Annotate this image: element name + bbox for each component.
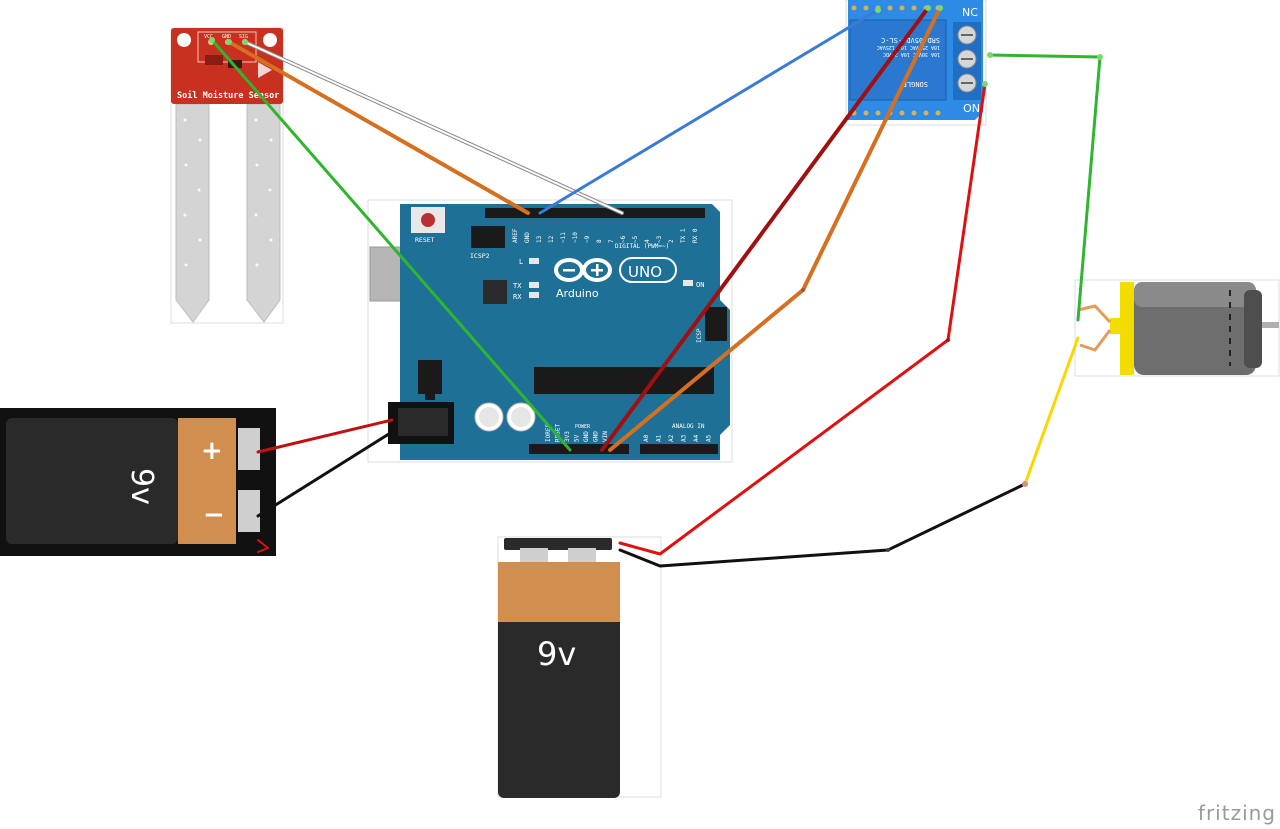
analog-pin-labels: A0 A1 A2 A3 A4 A5	[643, 434, 713, 442]
power-label: POWER	[575, 424, 591, 430]
fritzing-watermark: fritzing	[1197, 801, 1276, 825]
reset-label: RESET	[415, 236, 435, 244]
pin-label: IOREF	[545, 424, 552, 442]
pin-label: RX 0	[692, 228, 699, 243]
led-on-label: ON	[696, 281, 704, 289]
relay-module: SRD-05VDC-SL-C 10A 250VAC 10A 125VAC 10A…	[845, 0, 987, 126]
arduino-uno-board: RESET ICSP2 L TX RX ON UNO Arduino DIGIT…	[367, 199, 733, 463]
icsp-label: ICSP	[696, 328, 703, 343]
analog-label: ANALOG IN	[672, 423, 705, 430]
wire-black-battery-neg[interactable]	[618, 482, 1027, 568]
wire-red-relay-com[interactable]	[618, 82, 987, 556]
wire-yellow-motor[interactable]	[1023, 336, 1080, 486]
pin-label: GND	[524, 232, 531, 243]
pin-label: A5	[706, 434, 713, 442]
icsp2-label: ICSP2	[470, 252, 490, 260]
pin-label: 12	[548, 235, 555, 243]
pin-label: GND	[583, 431, 590, 442]
sensor-pin-sig: SIG	[239, 34, 248, 40]
pin-label: RESET	[555, 424, 562, 442]
led-l-label: L	[519, 258, 523, 266]
relay-nc-label: NC	[962, 6, 978, 19]
pin-label: 5V	[574, 434, 581, 442]
pin-label: ~6	[620, 235, 627, 243]
pin-label: ~11	[560, 232, 567, 243]
sensor-title: Soil Moisture Sensor	[177, 90, 279, 101]
wire-darkred-relay-vcc[interactable]	[600, 6, 930, 452]
pin-label: GND	[593, 431, 600, 442]
pin-label: A2	[668, 434, 675, 442]
sensor-pin-vcc: VCC	[204, 34, 213, 40]
soil-moisture-sensor: VCC GND SIG Soil Moisture Sensor	[170, 27, 284, 324]
relay-model: SRD-05VDC-SL-C	[881, 36, 940, 44]
pin-label: 2	[668, 239, 675, 243]
battery-bottom-label: 9v	[537, 635, 576, 673]
wire-blue-signal[interactable]	[538, 8, 880, 215]
led-rx-label: RX	[513, 293, 522, 301]
pin-label: A3	[681, 434, 688, 442]
pin-label: ~10	[572, 232, 579, 243]
relay-body	[849, 19, 947, 101]
wire-black-left-battery[interactable]	[256, 430, 394, 518]
digital-label: DIGITAL (PWM=~)	[615, 243, 669, 250]
led-tx-label: TX	[513, 282, 522, 290]
wires	[210, 6, 1102, 568]
pin-label: 3V3	[564, 431, 571, 442]
arduino-logo-text: Arduino	[556, 287, 599, 300]
arduino-logo	[554, 257, 677, 283]
relay-rating2: 10A 30VDC 10A 28VDC	[883, 51, 940, 57]
wire-red-left-battery[interactable]	[256, 418, 394, 454]
pin-label: ~3	[656, 235, 663, 243]
sensor-pin-gnd: GND	[222, 34, 231, 40]
pin-label: AREF	[512, 228, 519, 243]
battery-left: + − 9v	[0, 408, 276, 556]
pin-label: A1	[656, 434, 663, 442]
pin-label: VIN	[602, 431, 609, 442]
wire-green-sensor-vcc[interactable]	[210, 38, 572, 452]
pin-label: 8	[596, 239, 603, 243]
pin-label: ~5	[632, 235, 639, 243]
pin-label: A0	[643, 434, 650, 442]
relay-no-label: NO	[963, 101, 980, 114]
wire-endpoints	[209, 5, 1103, 552]
pin-label: 4	[644, 239, 651, 243]
pin-label: TX 1	[680, 228, 687, 243]
battery-left-minus: −	[203, 500, 225, 530]
pin-label: 13	[536, 235, 543, 243]
pin-label: 7	[608, 239, 615, 243]
battery-left-label: 9v	[124, 468, 159, 505]
relay-brand: SONGLE	[903, 80, 928, 88]
wire-orange-sensor-gnd[interactable]	[227, 40, 530, 215]
arduino-model: UNO	[628, 263, 662, 281]
pin-label: ~9	[584, 235, 591, 243]
battery-bottom: 9v	[497, 536, 662, 798]
relay-rating1: 10A 250VAC 10A 125VAC	[877, 44, 940, 50]
digital-pin-labels: AREF GND 13 12 ~11 ~10 ~9 8 7 ~6 ~5 4 ~3 2 TX 1 RX 0	[512, 228, 699, 243]
pin-label: A4	[693, 434, 700, 442]
battery-left-plus: +	[201, 436, 223, 466]
dc-motor	[1074, 279, 1280, 377]
